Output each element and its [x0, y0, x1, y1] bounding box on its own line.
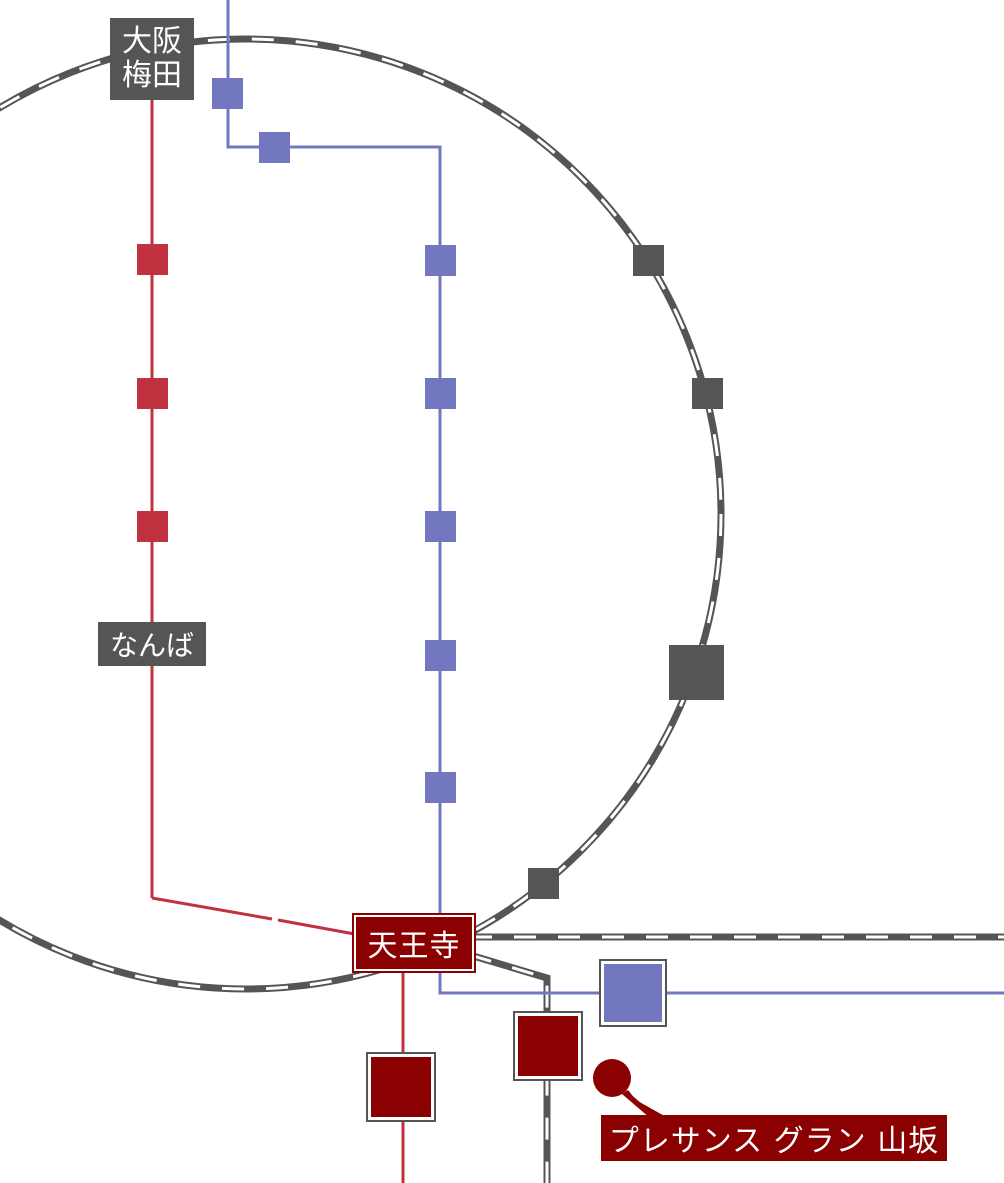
station-label-tennoji: 天王寺: [352, 913, 476, 973]
loop-station: [692, 378, 723, 409]
blue-station: [212, 78, 243, 109]
location-dot-icon: [593, 1059, 668, 1120]
loop-line-stations: [528, 245, 724, 899]
nearest-stations: [366, 959, 667, 1122]
station-label-line2: 梅田: [122, 58, 182, 93]
station-label-osaka-umeda: 大阪 梅田: [110, 18, 194, 100]
red-station: [137, 378, 168, 409]
blue-station: [425, 245, 456, 276]
loop-station: [528, 868, 559, 899]
blue-station: [259, 132, 290, 163]
property-label: プレサンス グラン 山坂: [601, 1115, 947, 1161]
south-rail-line: [468, 951, 551, 1183]
loop-station: [669, 645, 724, 700]
blue-station: [425, 378, 456, 409]
blue-station: [425, 772, 456, 803]
station-label-line1: 大阪: [122, 24, 182, 59]
blue-line: [226, 0, 1004, 995]
blue-station: [425, 511, 456, 542]
blue-station: [425, 640, 456, 671]
station-label-namba: なんば: [98, 622, 206, 666]
loop-line: [0, 35, 725, 993]
loop-station: [633, 245, 664, 276]
red-station: [137, 244, 168, 275]
red-station: [137, 511, 168, 542]
blue-line-stations: [212, 78, 456, 803]
red-line-stations: [137, 244, 168, 542]
